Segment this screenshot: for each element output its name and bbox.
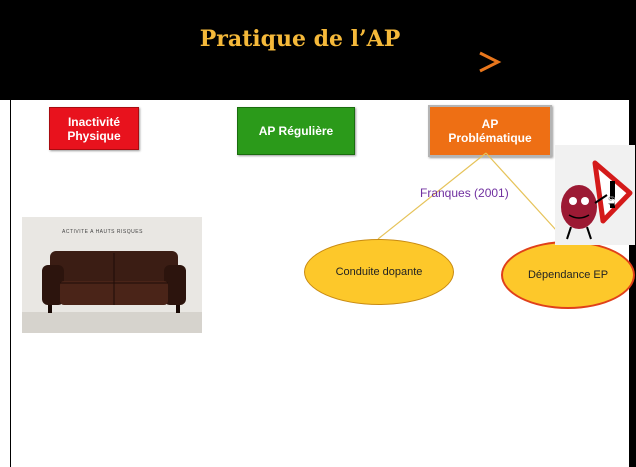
title-arrow-icon [70, 51, 502, 73]
doping-label: Conduite dopante [335, 266, 423, 278]
problematic-label-line1: AP [481, 117, 499, 131]
connector-to-doping [377, 152, 487, 240]
dependence-ellipse: Dépendance EP [501, 241, 635, 309]
citation-text: Franques (2001) [420, 186, 509, 200]
couch-caption: ACTIVITE A HAUTS RISQUES [62, 229, 143, 235]
page-number: 19 [607, 195, 618, 207]
slide-title: Pratique de l’AP [199, 26, 401, 52]
couch-image: ACTIVITE A HAUTS RISQUES [22, 217, 202, 333]
warning-sign-cartoon-icon [555, 145, 635, 245]
doping-ellipse: Conduite dopante [304, 239, 454, 305]
problematic-label-line2: Problématique [448, 131, 532, 145]
inactivity-box: Inactivité Physique [49, 107, 139, 150]
inactivity-label-line2: Physique [67, 128, 121, 143]
problematic-ap-box: AP Problématique [428, 105, 552, 157]
couch-icon [22, 251, 202, 333]
slide-header [0, 0, 636, 100]
regular-ap-label: AP Régulière [258, 124, 334, 138]
dependence-label: Dépendance EP [527, 269, 609, 281]
slide-frame-left [10, 100, 11, 467]
inactivity-label-line1: Inactivité [67, 114, 120, 129]
regular-ap-box: AP Régulière [237, 107, 355, 155]
connector-to-dependence [485, 152, 567, 242]
